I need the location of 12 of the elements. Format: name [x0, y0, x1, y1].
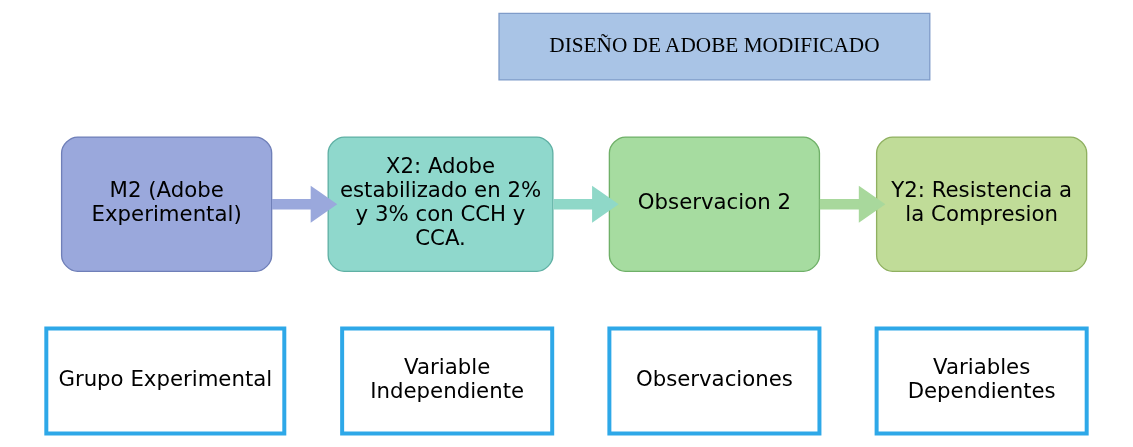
node-box: Variable Independiente	[340, 326, 555, 436]
node-box: Grupo Experimental	[44, 326, 287, 436]
arrow	[819, 185, 886, 223]
node-box: X2: Adobe estabilizado en 2% y 3% con CCH y CCA.	[327, 136, 554, 273]
node-box: Y2: Resistencia a la Compresion	[875, 136, 1088, 273]
arrow	[553, 185, 619, 223]
node-box: Variables Dependientes	[874, 326, 1089, 436]
node-box: DISEÑO DE ADOBE MODIFICADO	[498, 12, 931, 81]
node-box: Observaciones	[607, 326, 822, 436]
arrow	[272, 185, 338, 223]
node-box: Observacion 2	[608, 136, 821, 273]
node-box: M2 (Adobe Experimental)	[60, 136, 273, 273]
